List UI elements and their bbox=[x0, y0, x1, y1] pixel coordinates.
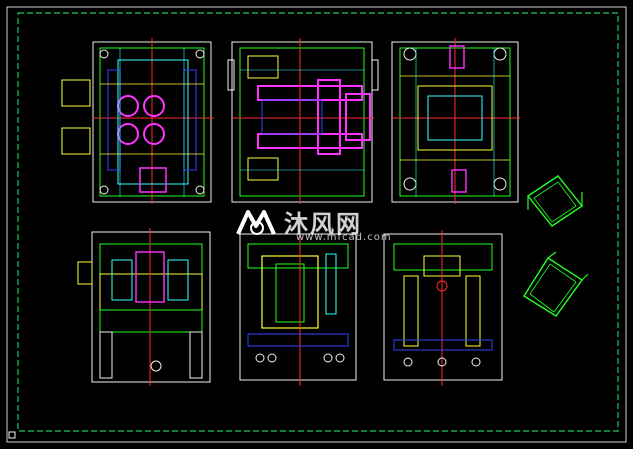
product-iso-lower bbox=[523, 251, 589, 317]
watermark-url-text: www.mfcad.com bbox=[296, 232, 392, 243]
mf-logo-icon bbox=[236, 210, 276, 235]
top-view-right bbox=[391, 38, 520, 204]
section-view-left bbox=[77, 228, 211, 386]
drawing-outer-frame bbox=[6, 6, 627, 443]
watermark-brand-text: 沐风网 bbox=[284, 210, 362, 238]
section-view-center bbox=[239, 230, 357, 386]
top-view-left bbox=[61, 38, 214, 204]
drawing-border-frame bbox=[17, 12, 619, 432]
section-view-right bbox=[383, 230, 503, 386]
top-view-center bbox=[227, 38, 379, 204]
product-iso-upper bbox=[526, 175, 584, 227]
corner-marker bbox=[8, 431, 16, 439]
